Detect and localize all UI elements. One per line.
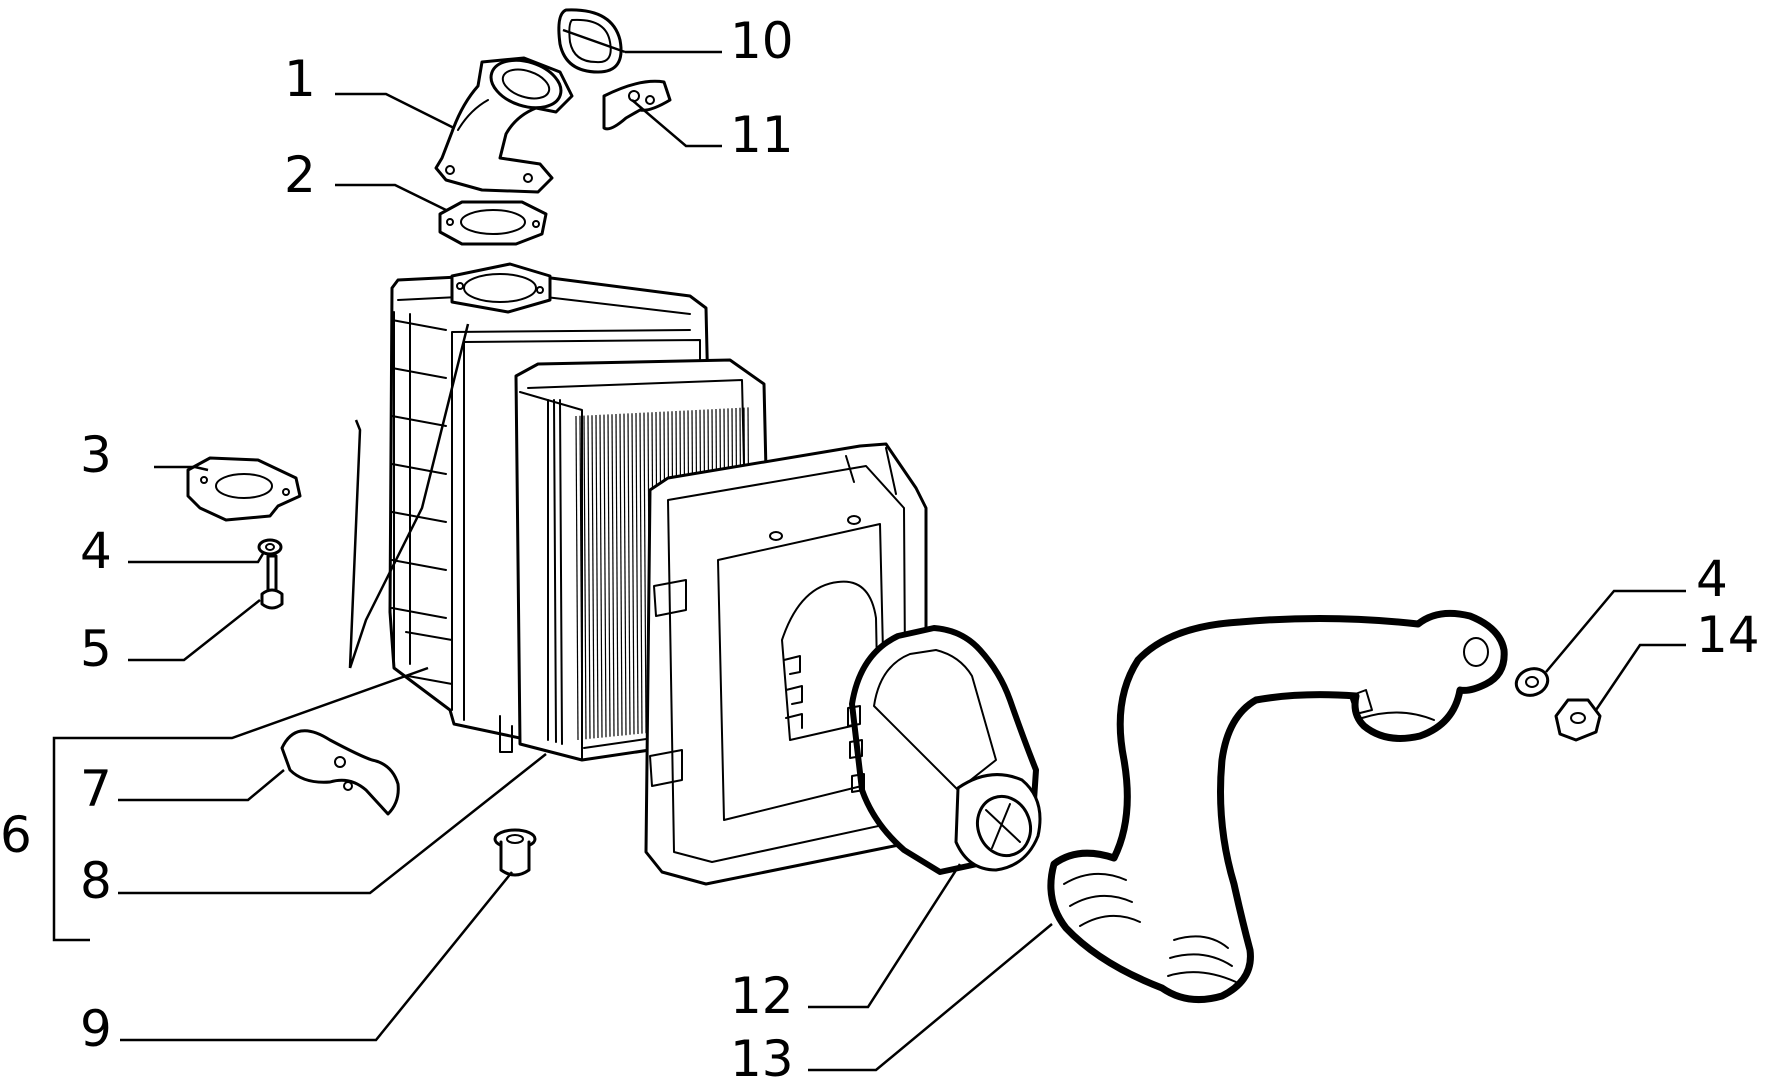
callout-9: 9 [80, 1000, 112, 1058]
part-7-wire-clip [280, 729, 400, 816]
part-5-bolt [260, 554, 284, 610]
callout-4-right: 4 [1696, 550, 1728, 608]
callout-5: 5 [80, 620, 112, 678]
filter-pleat [619, 413, 623, 736]
callout-14: 14 [1696, 606, 1760, 664]
part-1-intake-elbow [434, 56, 574, 194]
filter-pleat [583, 415, 587, 740]
callout-10: 10 [730, 12, 794, 70]
part-3-flange-plate [186, 456, 302, 522]
filter-pleat [603, 414, 607, 738]
callout-4-left: 4 [80, 522, 112, 580]
filter-pleat [595, 414, 599, 739]
filter-pleat [575, 415, 579, 741]
filter-pleat [611, 414, 615, 737]
callout-labels: 1 2 3 4 5 6 7 8 9 10 11 12 13 4 14 [0, 12, 1760, 1077]
callout-13: 13 [730, 1030, 794, 1077]
part-9-grommet [493, 828, 537, 877]
part-4-washer-right [1514, 667, 1550, 697]
callout-7: 7 [80, 760, 112, 818]
filter-pleat [591, 415, 595, 739]
filter-pleat [639, 412, 643, 734]
filter-pleat [631, 413, 635, 735]
filter-pleat [599, 414, 603, 738]
filter-pleat [623, 413, 627, 736]
callout-8: 8 [80, 852, 112, 910]
filter-pleat [643, 412, 647, 734]
part-13-intake-hose [1047, 609, 1508, 1004]
part-12-intake-funnel [847, 625, 1042, 875]
callout-6: 6 [0, 806, 32, 864]
part-4-washer-left [257, 538, 283, 556]
filter-pleat [607, 414, 611, 737]
part-14-hex-nut [1554, 698, 1602, 742]
part-6-housing-cover [644, 442, 928, 886]
callout-11: 11 [730, 106, 794, 164]
filter-pleat [587, 415, 591, 739]
leader-lines [52, 28, 1686, 1072]
filter-pleat [615, 413, 619, 737]
callout-12: 12 [730, 967, 794, 1025]
filter-pleat [635, 412, 639, 735]
part-2-gasket [438, 200, 548, 246]
callout-1: 1 [284, 50, 316, 108]
part-10-seal-ring [557, 8, 623, 74]
callout-3: 3 [80, 426, 112, 484]
callout-2: 2 [284, 146, 316, 204]
filter-pleat [627, 413, 631, 735]
